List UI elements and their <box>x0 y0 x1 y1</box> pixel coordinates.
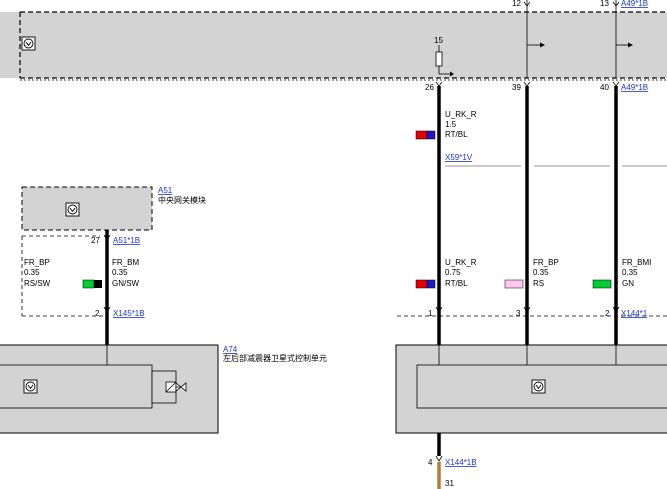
arrow-icon <box>540 42 545 48</box>
pin-2-x144-label: 2 <box>605 309 610 318</box>
fuse-icon <box>435 51 443 67</box>
pin-12-label: 12 <box>512 0 521 8</box>
wire-u-rk-r-lower-color: RT/BL <box>445 279 468 288</box>
wire-color-swatch-rs <box>504 279 524 289</box>
pin-40-marker <box>612 81 620 87</box>
pin-26-marker <box>435 81 443 87</box>
connector-x144-partial-link[interactable]: X144*1 <box>621 309 648 318</box>
pin-26-label: 26 <box>425 83 434 92</box>
wire-color-swatch-gn <box>592 279 612 289</box>
pin-13-label: 13 <box>600 0 609 8</box>
connector-x144-link[interactable]: X144*1B <box>445 458 477 467</box>
module-a51-body <box>21 186 153 231</box>
control-unit-icon <box>65 202 80 217</box>
pin-39-marker <box>523 81 531 87</box>
module-right-lower <box>395 344 667 434</box>
connector-a49-top-link[interactable]: A49*1B <box>621 0 648 8</box>
pin-27-label: 27 <box>91 236 100 245</box>
pin-13-marker <box>612 1 620 7</box>
module-a74 <box>0 344 219 434</box>
module-a74-label: 左后部减震器卫星式控制单元 <box>223 353 327 363</box>
connector-a49-bottom-link[interactable]: A49*1B <box>621 83 648 92</box>
wire-fr-bp-right-size: 0.35 <box>533 268 549 277</box>
wire-fr-bp-left-name: FR_BP <box>24 258 50 267</box>
wire-fr-bm-left-size: 0.35 <box>112 268 128 277</box>
top-module: 15 <box>0 0 667 81</box>
module-a51-link[interactable]: A51 <box>158 186 173 195</box>
top-module-body <box>0 12 667 78</box>
module-a51-label: 中央网关模块 <box>158 195 206 205</box>
pin-2-x145-label: 2 <box>95 309 100 318</box>
pin-3-x144-marker <box>523 306 531 313</box>
connector-a51-link[interactable]: A51*1B <box>113 236 140 245</box>
wire-color-swatch-gn-sw <box>82 279 102 289</box>
connector-x59-link[interactable]: X59*1V <box>445 153 473 162</box>
wire-u-rk-r-upper-size: 1.5 <box>445 120 457 129</box>
wire-color-swatch-rt-bl-upper <box>415 130 436 140</box>
arrow-icon <box>450 71 454 77</box>
arrow-icon <box>628 42 633 48</box>
wire-fr-bp-left-size: 0.35 <box>24 268 40 277</box>
wire-color-swatch-rt-bl-lower <box>415 279 436 289</box>
wire-fr-bm-right-color: GN <box>622 279 634 288</box>
wire-fr-bp-right-color: RS <box>533 279 544 288</box>
pin-3-x144-label: 3 <box>516 309 521 318</box>
wire-u-rk-r-lower-size: 0.75 <box>445 268 461 277</box>
wire-fr-bp-left-color: RS/SW <box>24 279 51 288</box>
wire-u-rk-r-lower-name: U_RK_R <box>445 258 477 267</box>
module-a51 <box>21 186 153 231</box>
valve-actuator-icon <box>151 370 187 404</box>
pin-4-label: 4 <box>428 458 433 467</box>
wire-u-rk-r-upper-name: U_RK_R <box>445 110 477 119</box>
control-unit-icon <box>23 379 38 394</box>
fuse-number: 15 <box>434 36 443 45</box>
pin-39-label: 39 <box>512 83 521 92</box>
pin-40-label: 40 <box>600 83 609 92</box>
bottom-pin-31-label: 31 <box>445 479 454 488</box>
pin-4-marker <box>435 455 443 462</box>
control-unit-icon <box>21 36 36 51</box>
pin-2-x145-marker <box>103 306 111 313</box>
wire-fr-bp-right-name: FR_BP <box>533 258 559 267</box>
wire-fr-bm-right-size: 0.35 <box>622 268 638 277</box>
control-unit-icon <box>531 379 546 394</box>
wire-u-rk-r-upper-color: RT/BL <box>445 130 468 139</box>
connector-x145-link[interactable]: X145*1B <box>113 309 145 318</box>
wire-fr-bm-right-name: FR_BMI <box>622 258 651 267</box>
wire-fr-bm-left-name: FR_BM <box>112 258 139 267</box>
pin-1-x144-label: 1 <box>428 309 433 318</box>
pin-12-marker <box>523 1 531 7</box>
pin-2-x144-marker <box>612 306 620 313</box>
module-a74-inner <box>0 364 153 409</box>
wire-fr-bm-left-color: GN/SW <box>112 279 140 288</box>
pin-1-x144-marker <box>435 306 443 313</box>
module-a74-link[interactable]: A74 <box>223 345 238 354</box>
